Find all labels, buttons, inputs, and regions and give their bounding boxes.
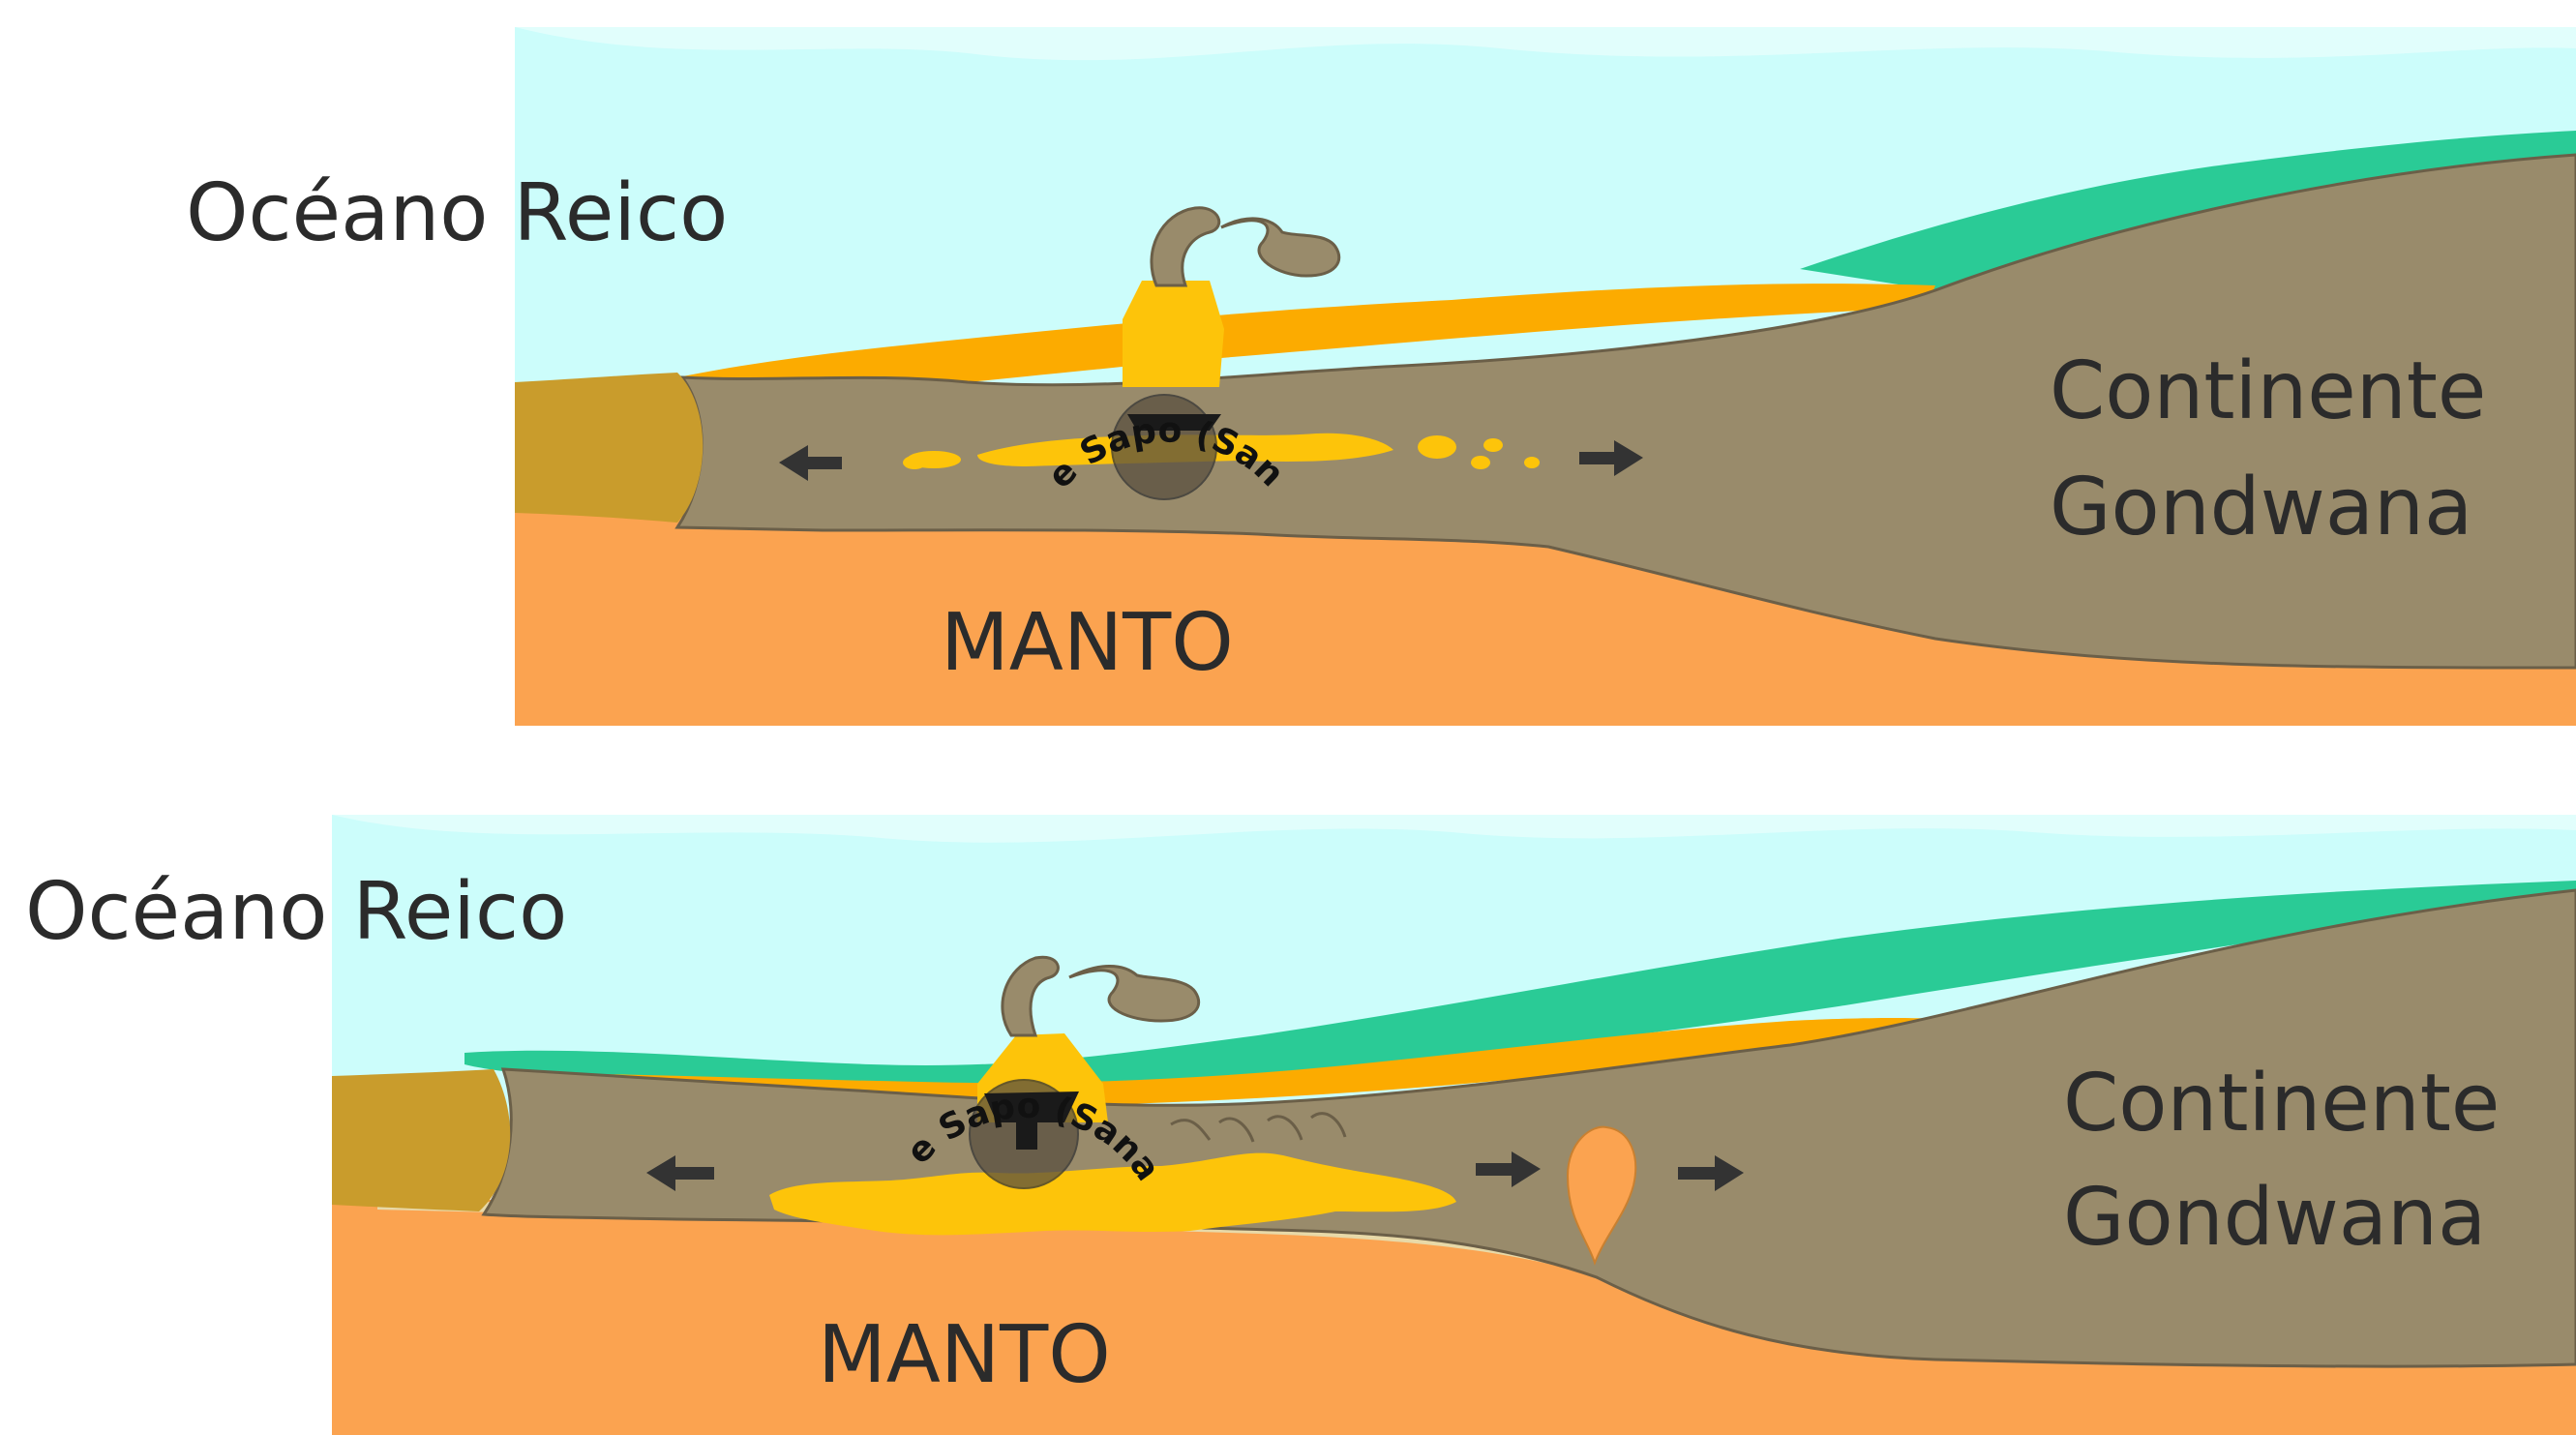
chamber-bar	[984, 1091, 1079, 1122]
ocean-wave	[515, 27, 2576, 61]
mantle-label: MANTO	[818, 1309, 1111, 1401]
magma-drop	[1471, 456, 1490, 469]
arrow-left	[646, 1155, 714, 1191]
ochre-block	[332, 1069, 511, 1211]
continent-label-line2: Gondwana	[2050, 462, 2472, 553]
magma-drop	[1483, 438, 1503, 452]
magma-drop	[1418, 435, 1456, 459]
arrow-left	[779, 445, 842, 481]
continent-label-line2: Gondwana	[2063, 1172, 2486, 1264]
continental-crust	[674, 153, 2576, 670]
green-shelf	[464, 881, 2576, 1087]
sediment-layer	[677, 284, 1935, 406]
magma-drop	[1524, 457, 1540, 468]
ash-plume-2	[1220, 217, 1341, 278]
arrow-right	[1579, 440, 1643, 476]
ochre-block	[515, 373, 704, 523]
panel-top: Océano Reico Continente Gondwana MANTO O…	[0, 0, 2576, 726]
diapir	[1566, 1125, 1637, 1266]
ocean-wave	[332, 815, 2576, 843]
arrow-right	[1476, 1151, 1541, 1187]
ash-plume-2	[1068, 965, 1201, 1023]
fault-ridges	[1170, 1112, 1347, 1143]
volcano-cone	[1123, 281, 1224, 387]
chamber-core	[1016, 1122, 1037, 1150]
ocean-label: Océano Reico	[25, 866, 567, 958]
green-shelf	[1800, 131, 2576, 290]
mantle-label: MANTO	[941, 597, 1234, 689]
sediment-layer	[503, 1017, 1974, 1108]
arrow-right-2	[1678, 1155, 1744, 1191]
ocean-label: Océano Reico	[186, 167, 728, 259]
chamber-bar	[1127, 414, 1221, 431]
magma-sill	[769, 1152, 1456, 1236]
continent-label-line1: Continente	[2063, 1058, 2500, 1150]
magma-drop	[903, 456, 926, 469]
continent-label-line1: Continente	[2050, 345, 2486, 437]
ash-plume	[1150, 206, 1221, 287]
ash-plume	[1001, 955, 1060, 1037]
